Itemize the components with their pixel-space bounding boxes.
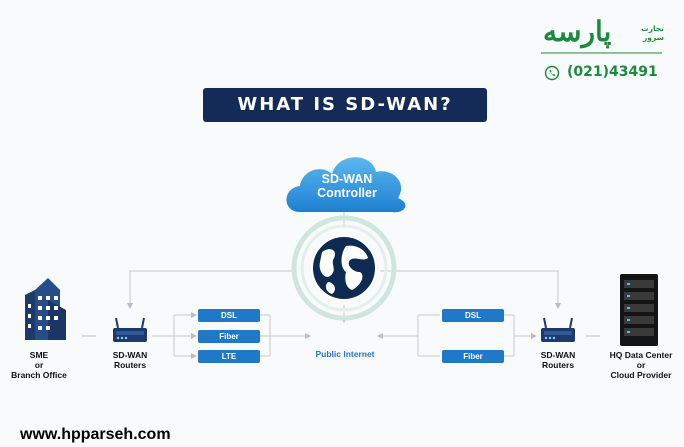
left-router-label: SD-WAN Routers xyxy=(104,350,156,370)
globe-icon xyxy=(291,215,397,321)
public-internet-label: Public Internet xyxy=(315,349,375,359)
brand-logo: پارسه xyxy=(543,15,612,48)
left-site-line2: or xyxy=(34,360,44,370)
right-router-line1: SD-WAN xyxy=(540,350,576,360)
brand-tagline-line1: تجارت xyxy=(641,24,664,33)
website-url: www.hpparseh.com xyxy=(20,426,171,443)
link-fiber-left: Fiber xyxy=(198,330,260,343)
right-site-line2: or xyxy=(636,360,646,370)
controller-label: SD-WAN Controller xyxy=(300,172,394,200)
router-icon-right xyxy=(541,317,575,342)
building-icon xyxy=(25,278,66,340)
left-router-line2: Routers xyxy=(113,360,147,370)
link-dsl-left: DSL xyxy=(198,309,260,322)
page-title: WHAT IS SD-WAN? xyxy=(203,88,487,122)
right-site-line3: Cloud Provider xyxy=(610,370,672,380)
link-lte-left: LTE xyxy=(198,350,260,363)
left-site-label: SME or Branch Office xyxy=(10,350,68,380)
right-router-label: SD-WAN Routers xyxy=(532,350,584,370)
right-site-line1: HQ Data Center xyxy=(609,350,673,360)
link-fiber-right: Fiber xyxy=(442,350,504,363)
controller-label-line2: Controller xyxy=(317,186,377,200)
server-rack-icon xyxy=(620,274,658,346)
left-router-line1: SD-WAN xyxy=(112,350,148,360)
left-site-line3: Branch Office xyxy=(11,370,67,380)
left-site-line1: SME xyxy=(29,350,49,360)
right-router-line2: Routers xyxy=(541,360,575,370)
brand-tagline-line2: سرور xyxy=(642,33,664,42)
router-icon-left xyxy=(113,317,147,342)
link-dsl-right: DSL xyxy=(442,309,504,322)
right-site-label: HQ Data Center or Cloud Provider xyxy=(604,350,678,380)
phone-icon xyxy=(544,65,560,81)
brand-tagline: تجارت سرور xyxy=(628,24,664,42)
controller-label-line1: SD-WAN xyxy=(321,172,373,186)
phone-number: (021)43491 xyxy=(567,64,658,80)
cloud-icon xyxy=(286,157,406,213)
